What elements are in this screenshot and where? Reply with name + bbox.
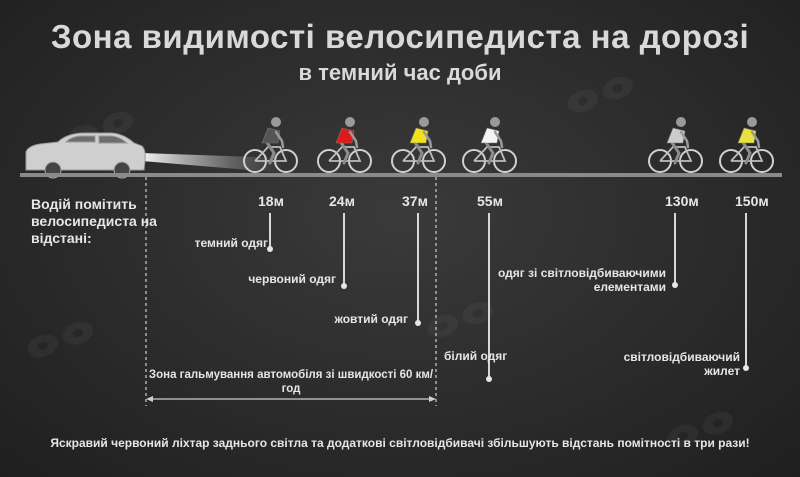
clothing-label: одяг зі світловідбиваючими елементами: [497, 266, 666, 294]
cyclist-icon: [648, 117, 703, 173]
distance-line: [269, 213, 271, 249]
footer-note: Яскравий червоний ліхтар заднього світла…: [50, 436, 750, 450]
distance-label: 24м: [329, 193, 355, 209]
distance-line: [674, 213, 676, 285]
distance-label: 18м: [258, 193, 284, 209]
clothing-label: темний одяг: [194, 236, 268, 250]
distance-dot: [486, 376, 492, 382]
distance-label: 37м: [402, 193, 428, 209]
car-icon: [25, 132, 146, 179]
distance-line: [417, 213, 419, 323]
page-title: Зона видимості велосипедиста на дорозі: [50, 18, 750, 55]
distance-dot: [672, 282, 678, 288]
headlight-beam: [142, 153, 285, 173]
braking-zone-label: Зона гальмування автомобіля зі швидкості…: [148, 369, 434, 395]
clothing-label: світловідбиваючий жилет: [623, 350, 740, 378]
distance-dot: [341, 283, 347, 289]
road-line: [20, 173, 782, 177]
cyclist-icon: [391, 117, 446, 173]
distance-label: 150м: [735, 193, 769, 209]
distance-label: 130м: [665, 193, 699, 209]
distance-line: [488, 213, 490, 379]
cyclist-icon: [462, 117, 517, 173]
distance-dot: [267, 246, 273, 252]
distance-label: 55м: [477, 193, 503, 209]
distance-dot: [743, 365, 749, 371]
cyclist-icon: [719, 117, 774, 173]
distance-line: [343, 213, 345, 286]
arrow-left-head: [146, 396, 153, 402]
cyclist-icon: [317, 117, 372, 173]
arrow-right-head: [429, 396, 436, 402]
page-subtitle: в темний час доби: [298, 60, 502, 85]
clothing-label: білий одяг: [444, 349, 508, 363]
clothing-label: жовтий одяг: [334, 312, 408, 326]
distance-dot: [415, 320, 421, 326]
cyclist-icon: [243, 117, 298, 173]
distance-line: [745, 213, 747, 368]
clothing-label: червоний одяг: [248, 272, 336, 286]
driver-text: Водій помітить велосипедиста на відстані…: [31, 196, 157, 246]
